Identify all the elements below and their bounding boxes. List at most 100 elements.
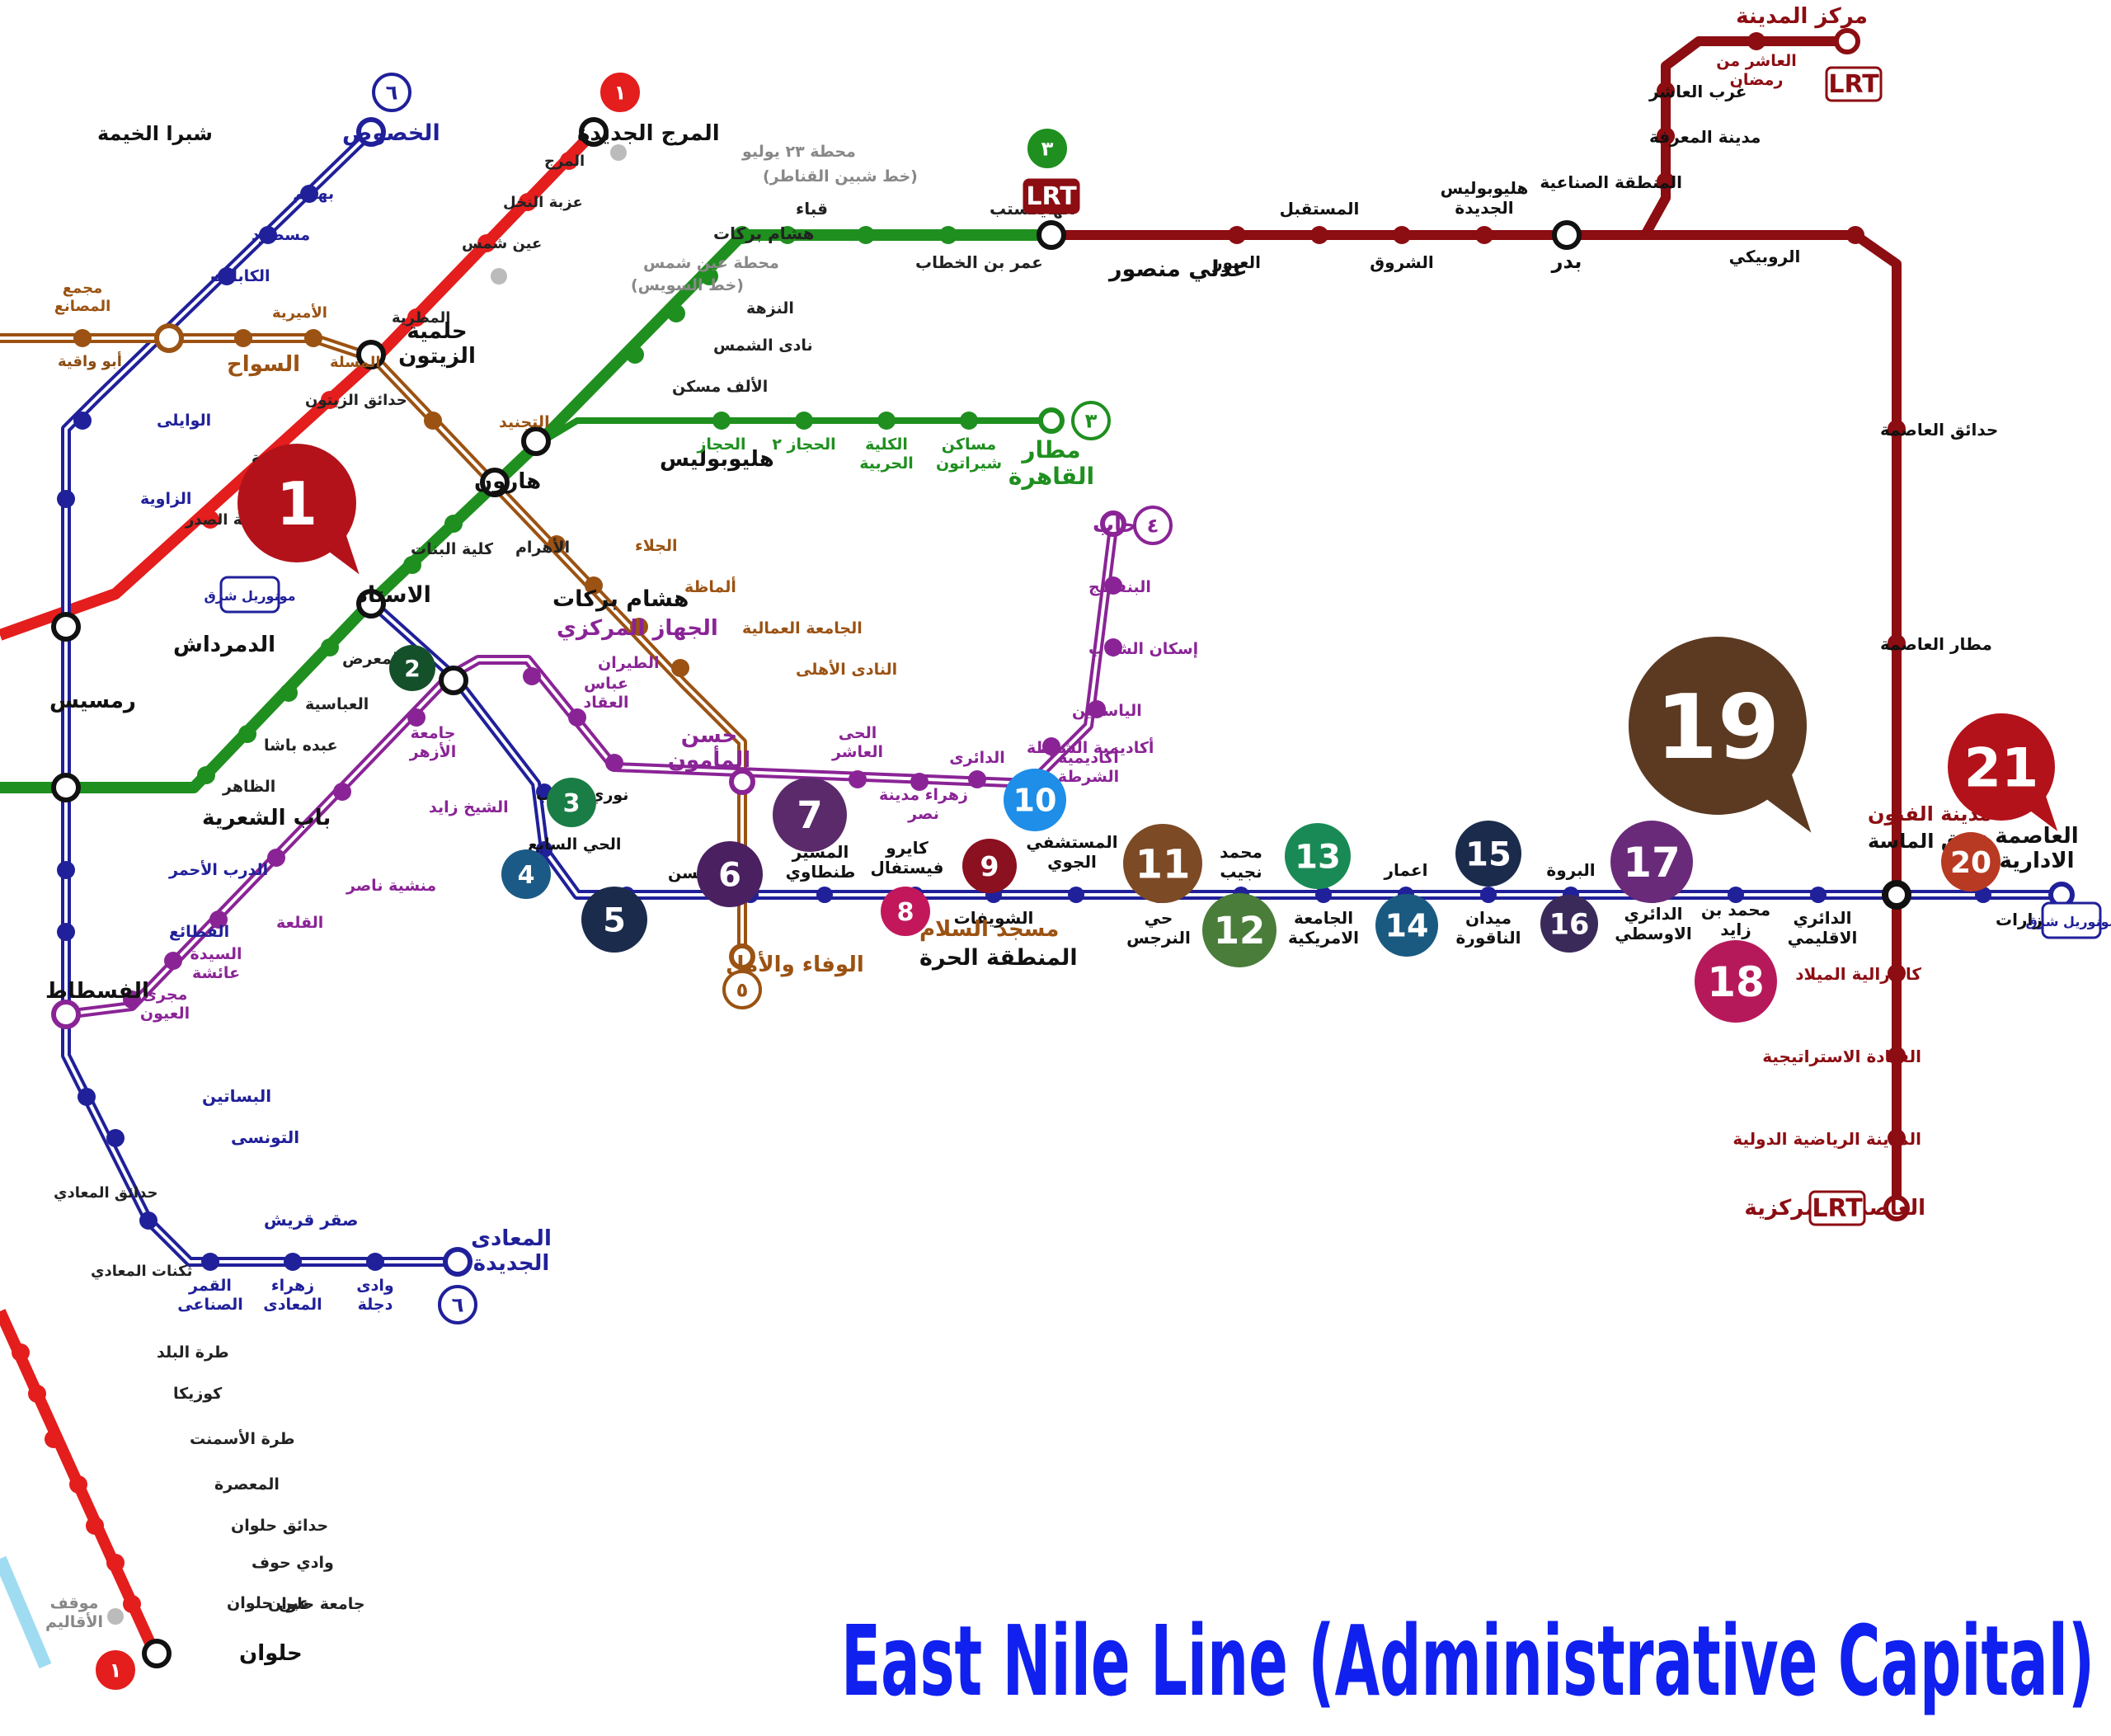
marker-3[interactable]: 3 xyxy=(547,778,596,827)
line3-station-1[interactable] xyxy=(778,226,797,244)
line3-station-stadium[interactable] xyxy=(356,589,386,619)
marker-7[interactable]: 7 xyxy=(773,778,847,852)
line3-station-f2[interactable] xyxy=(238,725,256,743)
monorail-station-16[interactable] xyxy=(1810,887,1827,903)
line1-south-station-5[interactable] xyxy=(106,1554,125,1572)
other-station-ainshams[interactable] xyxy=(491,268,507,285)
line3-station-0[interactable] xyxy=(733,226,751,244)
line1-station-8[interactable] xyxy=(201,510,219,529)
line2-station-9[interactable] xyxy=(78,1088,96,1106)
line5-station-2[interactable] xyxy=(585,576,603,595)
marker-9[interactable]: 9 xyxy=(962,839,1017,893)
line2-station-8[interactable] xyxy=(57,923,75,941)
line3-station-heliopolis[interactable] xyxy=(521,426,551,456)
marker-5[interactable]: 5 xyxy=(581,887,647,953)
lrt-station-s2[interactable] xyxy=(1888,1129,1906,1147)
lrt-station-r0[interactable] xyxy=(1888,420,1906,438)
marker-19[interactable]: 19 xyxy=(1629,637,1812,833)
line4-station-b2[interactable] xyxy=(849,770,867,788)
line5-station-3[interactable] xyxy=(630,618,648,636)
marker-12[interactable]: 12 xyxy=(1202,893,1276,967)
line4-station-hasan-mamoun[interactable] xyxy=(729,769,755,795)
line1-south-station-3[interactable] xyxy=(69,1475,87,1494)
line4-station-b0[interactable] xyxy=(968,770,986,788)
line1-south-station-1[interactable] xyxy=(28,1385,46,1403)
marker-14[interactable]: 14 xyxy=(1375,894,1438,957)
line2-station-13[interactable] xyxy=(284,1253,302,1271)
lrt-station-2[interactable] xyxy=(1475,226,1493,244)
line4-station-2[interactable] xyxy=(1104,638,1122,656)
line3-station-d2[interactable] xyxy=(626,346,644,364)
lrt-station-s1[interactable] xyxy=(1888,1047,1906,1065)
line2-west-station-1[interactable] xyxy=(234,329,252,347)
lrt-station-5[interactable] xyxy=(1228,226,1246,244)
lrt-branch-station-3[interactable] xyxy=(1747,32,1765,50)
line3-station-adly[interactable] xyxy=(1037,220,1066,250)
line2-station-interchange-s[interactable] xyxy=(51,1000,81,1029)
line2-west-station-0[interactable] xyxy=(73,329,92,347)
lrt-branch-terminus[interactable] xyxy=(1834,28,1860,54)
line2-station-12[interactable] xyxy=(201,1253,219,1271)
lrt-station-3[interactable] xyxy=(1393,226,1411,244)
line3-station-d1[interactable] xyxy=(667,304,685,322)
lrt-station-badr[interactable] xyxy=(1552,220,1582,250)
line5-station-4[interactable] xyxy=(671,659,689,677)
line5-station-1[interactable] xyxy=(548,535,566,553)
other-station-23july[interactable] xyxy=(610,144,627,161)
line1-station-0[interactable] xyxy=(579,117,609,147)
marker-8[interactable]: 8 xyxy=(881,887,930,936)
line1-station-1[interactable] xyxy=(560,152,578,170)
line4-station-b1[interactable] xyxy=(910,773,929,791)
marker-20[interactable]: 20 xyxy=(1941,832,2001,892)
line1-south-station-0[interactable] xyxy=(12,1343,30,1362)
line4-station-c1[interactable] xyxy=(568,708,586,727)
line4-station-d4[interactable] xyxy=(164,952,182,970)
line2-station-end[interactable] xyxy=(443,1247,473,1277)
line1-station-2[interactable] xyxy=(519,193,537,211)
marker-15[interactable]: 15 xyxy=(1455,821,1521,887)
line1-station-4[interactable] xyxy=(407,308,425,327)
line1-station-9[interactable] xyxy=(51,612,81,642)
monorail-station-10[interactable] xyxy=(1315,887,1332,903)
line1-station-helwan[interactable] xyxy=(142,1639,172,1668)
line4-station-d2[interactable] xyxy=(267,849,285,867)
line4-station-1[interactable] xyxy=(1104,576,1122,595)
line4-station-d0[interactable] xyxy=(407,708,425,727)
lrt-branch-station-1[interactable] xyxy=(1657,127,1675,145)
line1-south-station-2[interactable] xyxy=(45,1430,63,1448)
monorail-station-17[interactable] xyxy=(1975,887,1991,903)
marker-4[interactable]: 4 xyxy=(501,849,551,899)
line3-station-d0[interactable] xyxy=(700,267,718,285)
line3-station-2[interactable] xyxy=(857,226,875,244)
line2-station-5[interactable] xyxy=(57,490,75,508)
line4-station-4[interactable] xyxy=(1042,737,1060,755)
line1-station-6[interactable] xyxy=(321,391,339,409)
marker-13[interactable]: 13 xyxy=(1285,823,1351,889)
line4-station-3[interactable] xyxy=(1088,700,1106,718)
line3-airport-station-3[interactable] xyxy=(960,412,978,430)
line4-station-d3[interactable] xyxy=(209,910,228,929)
lrt-branch-station-2[interactable] xyxy=(1657,82,1675,100)
line1-station-5[interactable] xyxy=(356,340,386,369)
line3-airport-station-0[interactable] xyxy=(712,412,731,430)
marker-2[interactable]: 2 xyxy=(389,645,435,691)
line5-terminus[interactable] xyxy=(729,943,755,970)
marker-11[interactable]: 11 xyxy=(1123,824,1202,903)
line4-station-c2[interactable] xyxy=(523,667,541,685)
line2-west-station-sawah[interactable] xyxy=(154,323,184,353)
line3-airport-station-1[interactable] xyxy=(795,412,813,430)
line3-station-haroun[interactable] xyxy=(480,468,510,497)
line3-airport-station-2[interactable] xyxy=(877,412,896,430)
lrt-branch-station-0[interactable] xyxy=(1657,172,1675,191)
monorail-station-12[interactable] xyxy=(1480,887,1497,903)
line2-station-4[interactable] xyxy=(73,412,92,430)
line3-station-f1[interactable] xyxy=(280,684,298,702)
line2-station-5[interactable] xyxy=(51,773,81,802)
line2-station-2[interactable] xyxy=(259,226,277,244)
monorail-station-15[interactable] xyxy=(1728,887,1744,903)
line3-station-f3[interactable] xyxy=(197,766,215,784)
line4-station-c0[interactable] xyxy=(605,754,623,772)
marker-21[interactable]: 21 xyxy=(1948,713,2058,831)
line4-terminus[interactable] xyxy=(1100,510,1126,537)
lrt-station-s0[interactable] xyxy=(1888,964,1906,982)
